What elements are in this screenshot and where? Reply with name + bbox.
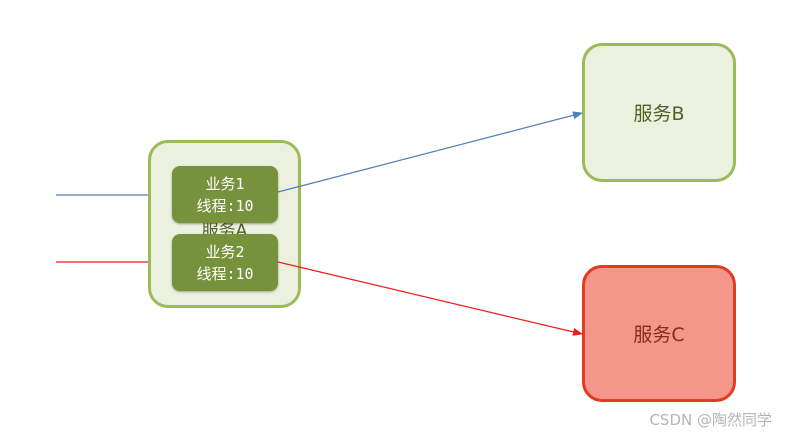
business-1-name: 业务1 [205,174,245,193]
service-c-node: 服务C [582,265,736,402]
service-b-label: 服务B [633,103,685,125]
service-c-label: 服务C [633,324,685,346]
service-b-node: 服务B [582,43,736,182]
business-1-node: 业务1 线程:10 [172,166,278,223]
business-2-node: 业务2 线程:10 [172,234,278,291]
business-2-threads: 线程:10 [196,264,254,283]
business-2-name: 业务2 [205,242,245,261]
business-1-threads: 线程:10 [196,196,254,215]
watermark: CSDN @陶然同学 [649,411,772,429]
